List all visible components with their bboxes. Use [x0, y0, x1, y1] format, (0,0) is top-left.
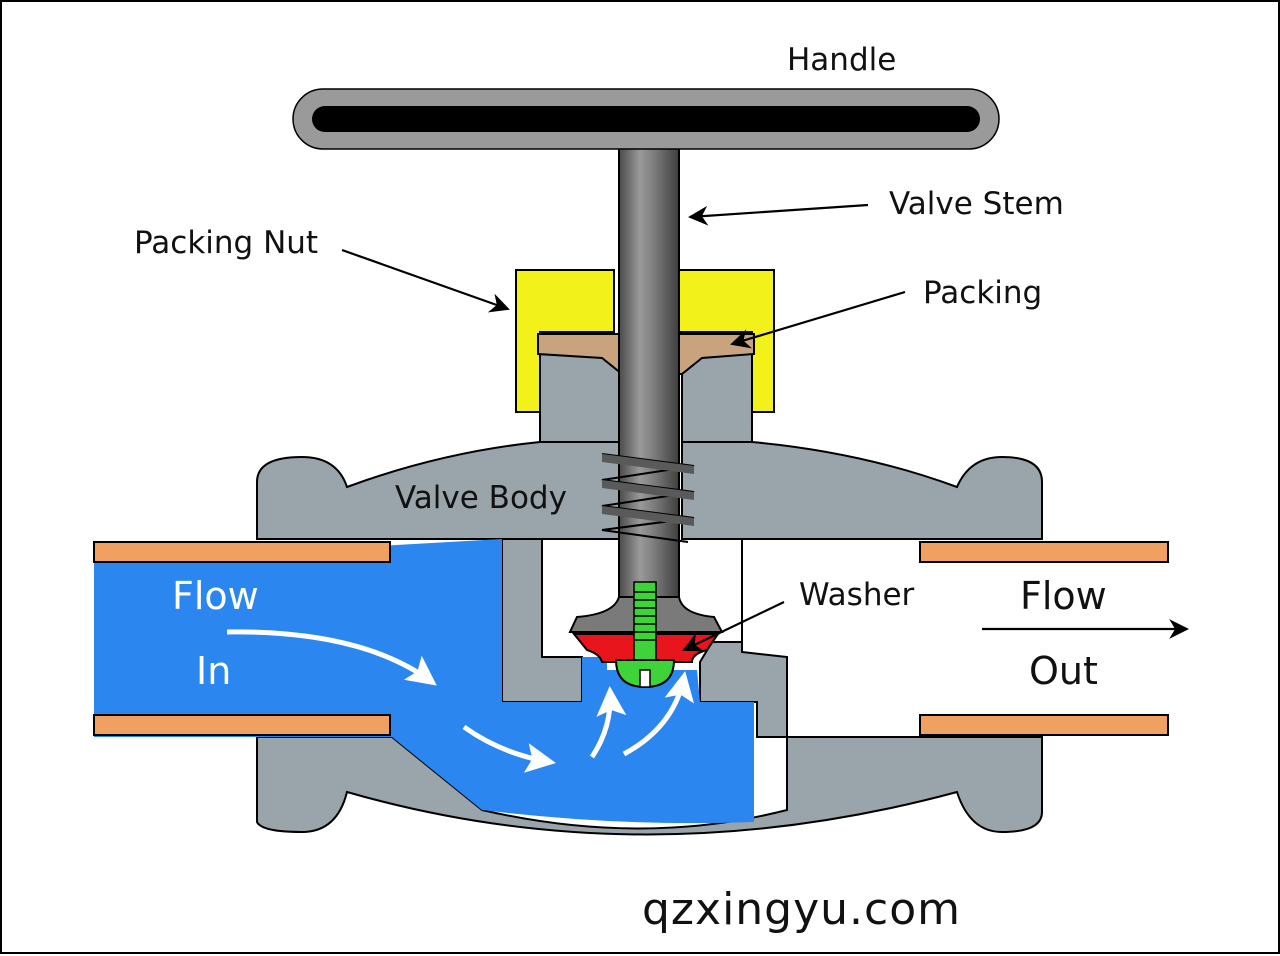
handle-label: Handle: [787, 42, 897, 78]
washer-label: Washer: [799, 577, 915, 613]
valve-body: [256, 351, 1043, 836]
watermark-text: qzxingyu.com: [642, 884, 961, 935]
packing-nut-label: Packing Nut: [134, 225, 319, 261]
flow-in-label-line1: Flow: [172, 574, 259, 618]
leader-lines: [341, 203, 1189, 652]
valve-stem: [568, 141, 724, 633]
valve-body-label: Valve Body: [395, 480, 567, 516]
valve-stem-label: Valve Stem: [889, 186, 1064, 222]
pipes: [93, 541, 1169, 736]
flow-out-label-line1: Flow: [1020, 574, 1107, 618]
flow-arrows: [226, 629, 694, 773]
flow-in-label-line2: In: [196, 649, 232, 693]
packing-label: Packing: [923, 275, 1043, 311]
flow-out-label-line2: Out: [1029, 649, 1098, 693]
washer-screw: [614, 581, 676, 689]
handle: [292, 88, 1000, 150]
